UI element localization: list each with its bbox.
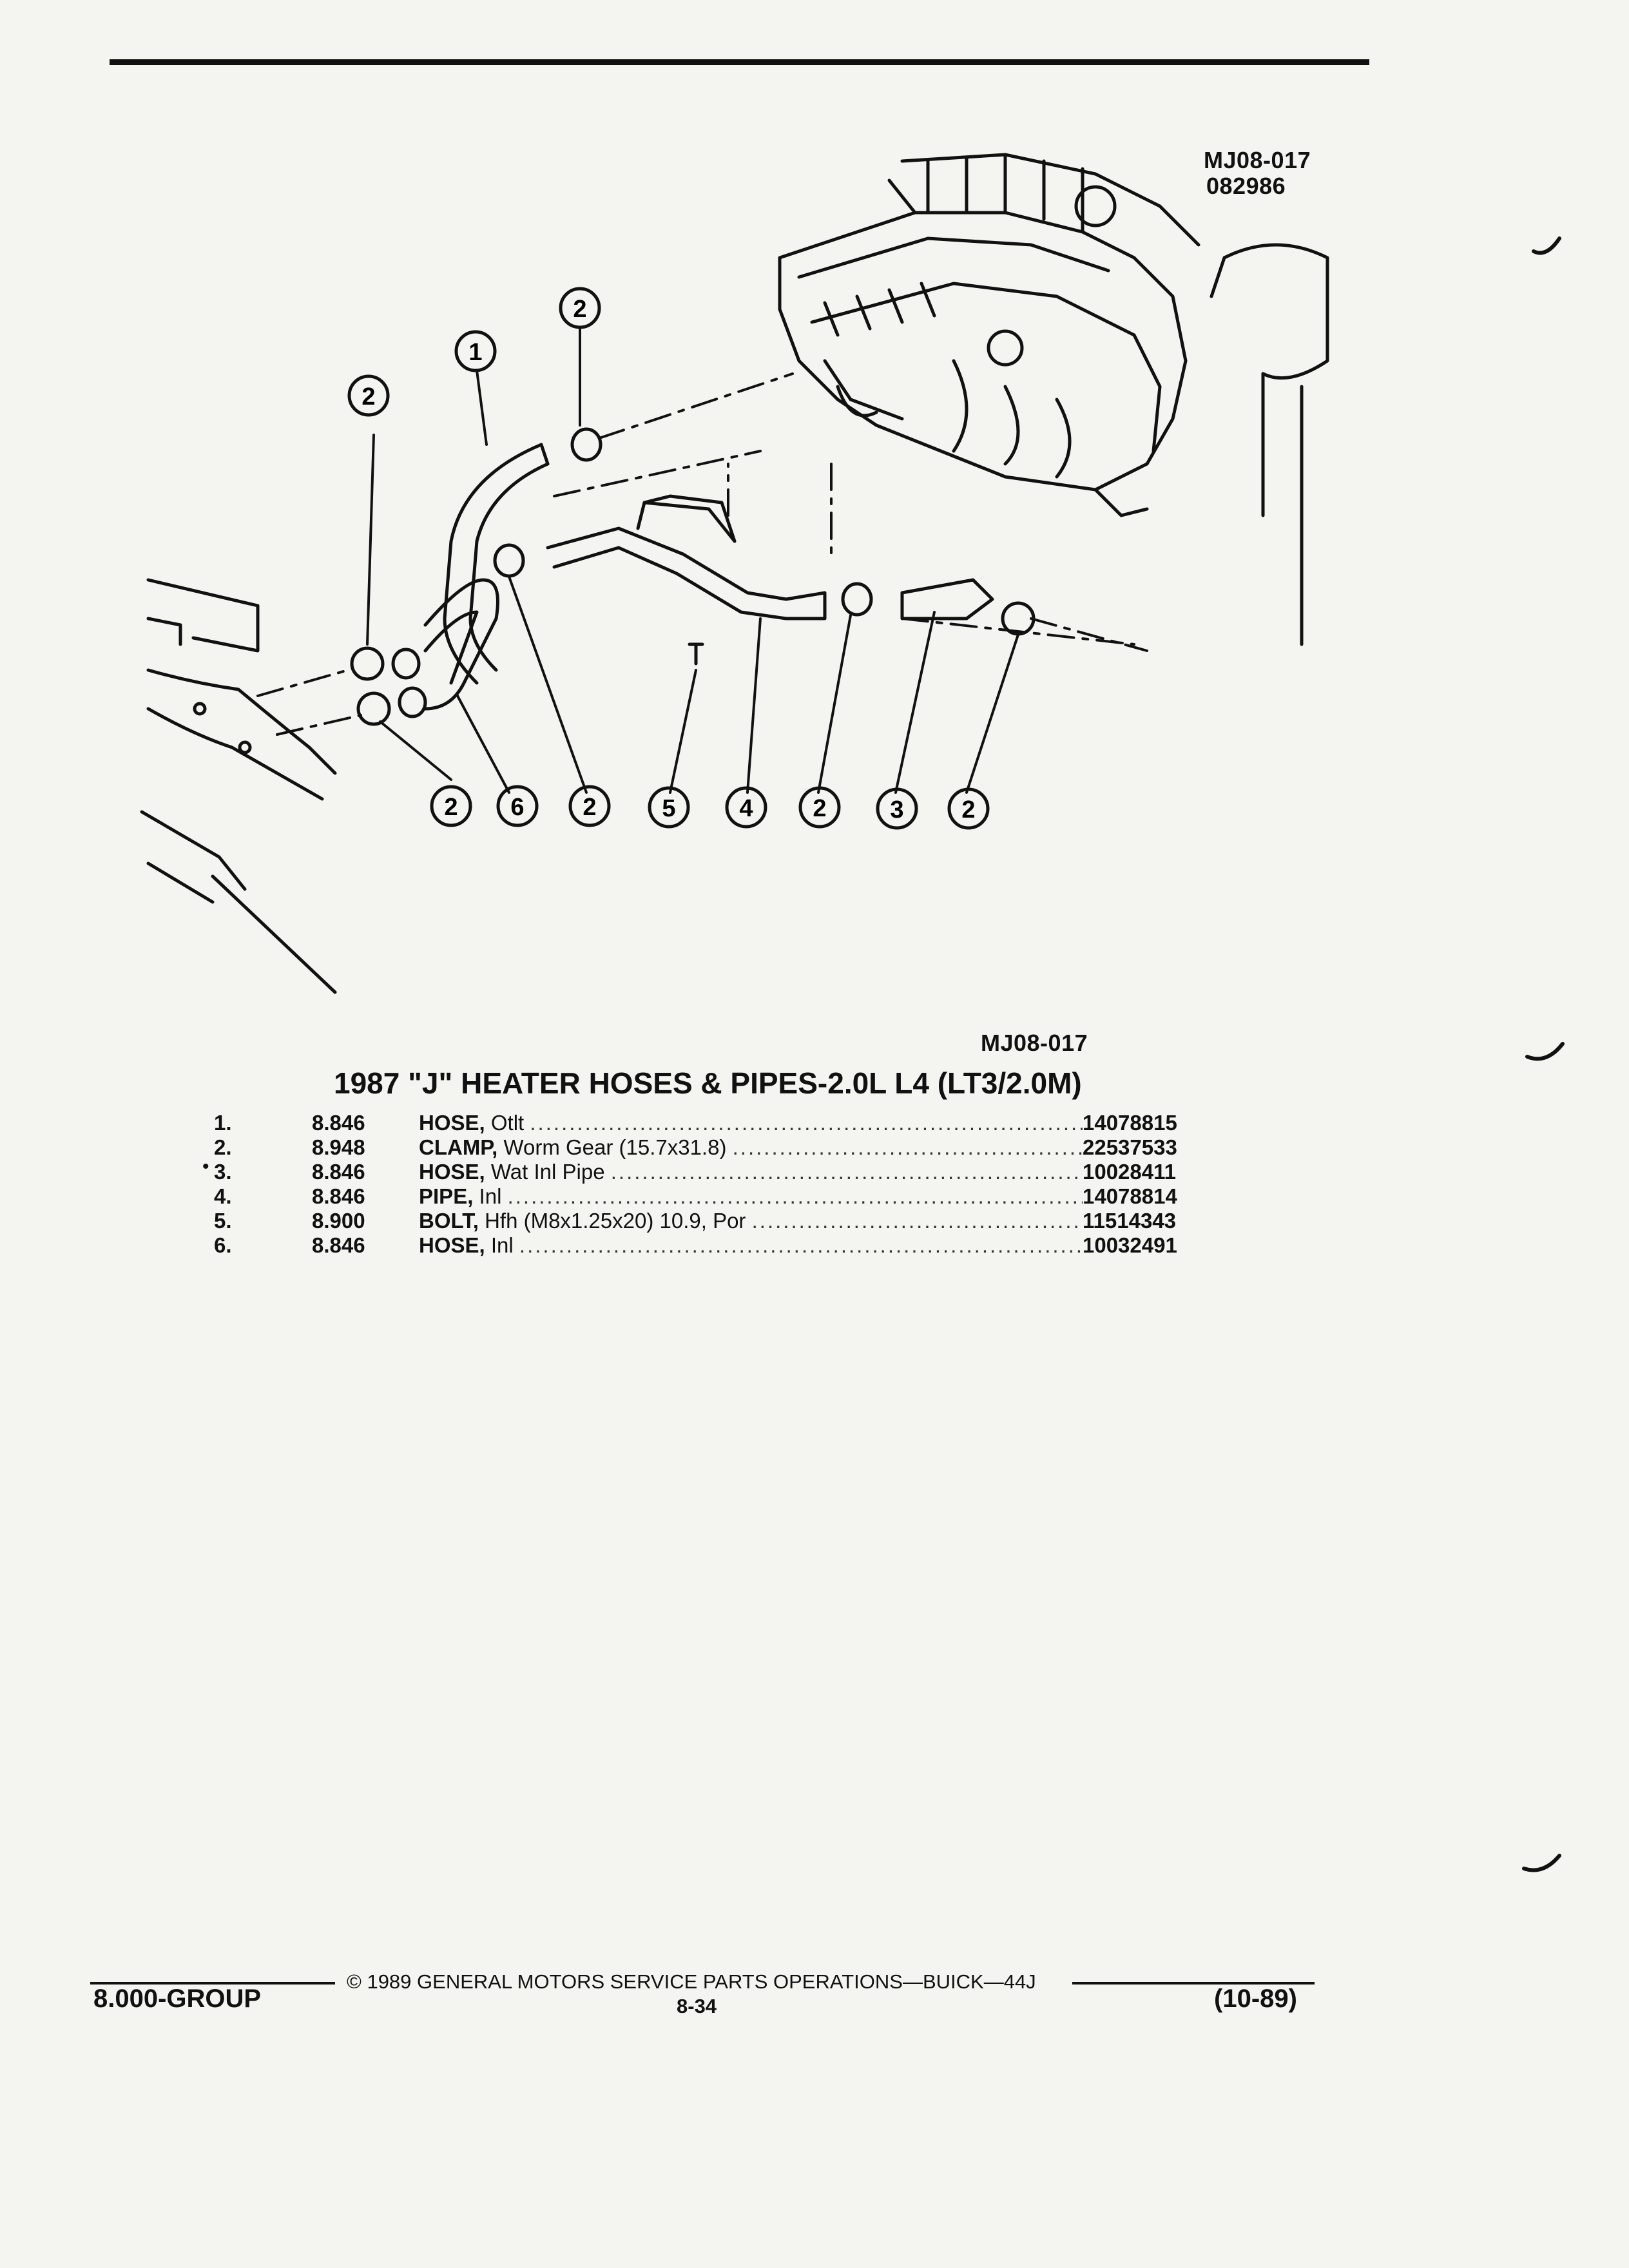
part-name: HOSE, <box>419 1160 485 1184</box>
part-name: BOLT, <box>419 1209 479 1233</box>
parts-row: 1. 8.846 HOSE, Otlt ....................… <box>193 1111 1208 1135</box>
part-number: 22537533 <box>1083 1135 1177 1159</box>
part-detail: Hfh (M8x1.25x20) 10.9, Por <box>485 1209 746 1233</box>
part-number: 11514343 <box>1083 1209 1177 1233</box>
hose-inlet <box>423 578 499 711</box>
figure-date-code: 082986 <box>1206 173 1286 199</box>
parts-row: 4. 8.846 PIPE, Inl .....................… <box>193 1184 1208 1209</box>
footer-copyright: © 1989 GENERAL MOTORS SERVICE PARTS OPER… <box>347 1970 1036 1993</box>
parts-row: • 3. 8.846 HOSE, Wat Inl Pipe ..........… <box>193 1156 1208 1184</box>
leader-dots: ........................................… <box>732 1135 1083 1159</box>
part-description: BOLT, Hfh (M8x1.25x20) 10.9, Por .......… <box>419 1209 1083 1233</box>
footer-group: 8.000-GROUP <box>93 1984 262 2013</box>
callout-label: 2 <box>961 796 975 823</box>
part-detail: Wat Inl Pipe <box>490 1160 605 1184</box>
part-description: HOSE, Otlt .............................… <box>419 1111 1083 1135</box>
callout-label: 2 <box>444 794 458 821</box>
parts-list: 1. 8.846 HOSE, Otlt ....................… <box>193 1111 1208 1258</box>
callout-label: 6 <box>510 794 524 821</box>
part-number: 14078815 <box>1083 1111 1177 1135</box>
part-description: HOSE, Inl ..............................… <box>419 1233 1083 1258</box>
part-number: 10032491 <box>1083 1233 1177 1257</box>
parts-row: 2. 8.948 CLAMP, Worm Gear (15.7x31.8) ..… <box>193 1135 1208 1160</box>
part-number: 14078814 <box>1083 1184 1177 1208</box>
top-rule <box>110 59 1369 65</box>
leader-dots: ........................................… <box>610 1160 1083 1184</box>
part-description: PIPE, Inl ..............................… <box>419 1184 1083 1209</box>
item-number: 3. <box>214 1160 232 1184</box>
fender-panel <box>1210 243 1329 646</box>
callout-circle: 2 <box>798 786 841 829</box>
footer-rule-right <box>1072 1982 1315 1984</box>
callout-label: 4 <box>739 795 753 822</box>
figure-id-bottom: MJ08-017 <box>981 1030 1088 1056</box>
leader-dots: ........................................… <box>507 1184 1083 1208</box>
parts-row: 5. 8.900 BOLT, Hfh (M8x1.25x20) 10.9, Po… <box>193 1209 1208 1233</box>
bolt <box>688 642 704 666</box>
dashed-leaders <box>256 372 1148 736</box>
callout-circle: 5 <box>648 786 690 829</box>
footer-date: (10-89) <box>1214 1984 1297 2013</box>
part-detail: Inl <box>479 1184 502 1208</box>
callout-circle: 2 <box>559 287 601 329</box>
figure-id-top: MJ08-017 <box>1204 147 1311 173</box>
binder-marks <box>1522 236 1565 1872</box>
callout-label: 1 <box>468 339 482 366</box>
leader-dots: ........................................… <box>519 1233 1083 1257</box>
part-name: PIPE, <box>419 1184 474 1208</box>
part-number: 10028411 <box>1083 1160 1177 1184</box>
callout-label: 2 <box>361 383 375 410</box>
page-number: 8-34 <box>677 1995 717 2017</box>
callout-circle: 6 <box>496 785 539 827</box>
part-name: HOSE, <box>419 1233 485 1257</box>
callout-label: 2 <box>813 795 826 822</box>
callout-circle: 1 <box>454 330 497 372</box>
group-number: 8.846 <box>312 1233 365 1257</box>
callout-circle: 2 <box>430 785 472 827</box>
item-marker: • <box>202 1156 209 1177</box>
group-number: 8.846 <box>312 1111 365 1135</box>
callout-circle: 2 <box>347 374 390 417</box>
part-description: HOSE, Wat Inl Pipe .....................… <box>419 1160 1083 1184</box>
group-number: 8.948 <box>312 1135 365 1159</box>
part-detail: Otlt <box>490 1111 525 1135</box>
engine-block <box>778 153 1200 517</box>
group-number: 8.846 <box>312 1160 365 1184</box>
callout-label: 2 <box>573 296 586 323</box>
part-detail: Worm Gear (15.7x31.8) <box>503 1135 727 1159</box>
callouts: 1 2 2 2 6 2 5 <box>347 287 990 830</box>
group-number: 8.846 <box>312 1184 365 1208</box>
footer-rule-left <box>90 1982 335 1984</box>
callout-circle: 2 <box>947 787 990 830</box>
item-number: 6. <box>214 1233 232 1257</box>
callout-label: 3 <box>890 796 903 823</box>
item-number: 5. <box>214 1209 232 1233</box>
page-title: 1987 "J" HEATER HOSES & PIPES-2.0L L4 (L… <box>334 1066 1082 1100</box>
leader-dots: ........................................… <box>530 1111 1083 1135</box>
part-detail: Inl <box>490 1233 514 1257</box>
callout-leaders <box>366 327 1019 794</box>
firewall-bracket <box>140 578 337 994</box>
hose-water-inlet <box>900 578 994 620</box>
leader-dots: ........................................… <box>751 1209 1083 1233</box>
item-number: 1. <box>214 1111 232 1135</box>
part-name: HOSE, <box>419 1111 485 1135</box>
part-name: CLAMP, <box>419 1135 498 1159</box>
callout-label: 2 <box>583 794 596 821</box>
part-description: CLAMP, Worm Gear (15.7x31.8) ...........… <box>419 1135 1083 1160</box>
callout-circle: 2 <box>568 785 611 827</box>
inlet-pipe <box>546 494 827 620</box>
group-number: 8.900 <box>312 1209 365 1233</box>
callout-circle: 3 <box>876 787 918 830</box>
item-number: 2. <box>214 1135 232 1159</box>
callout-label: 5 <box>662 795 675 822</box>
callout-circle: 4 <box>725 786 767 829</box>
parts-row: 6. 8.846 HOSE, Inl .....................… <box>193 1233 1208 1258</box>
item-number: 4. <box>214 1184 232 1208</box>
